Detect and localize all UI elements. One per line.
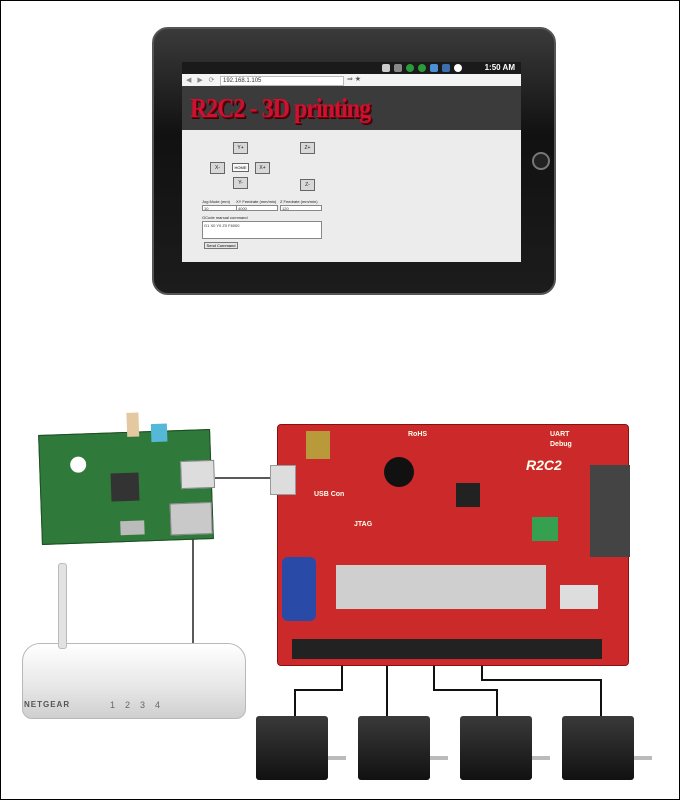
- router-port-1: 1: [110, 700, 126, 710]
- page-title: R2C2 - 3D printing: [190, 93, 371, 123]
- motor-cable-1: [294, 660, 343, 716]
- hdmi-port: [120, 520, 145, 536]
- send-command-button[interactable]: Send Command: [204, 242, 238, 249]
- capacitors: [282, 557, 316, 621]
- z-feedrate-label: Z Feedrate (mm/min): [280, 199, 318, 204]
- uart-label: UART: [550, 431, 570, 438]
- ethernet-port: [169, 502, 213, 536]
- jog-x-plus-button[interactable]: X+: [255, 162, 270, 174]
- usb-b-connector: [270, 465, 296, 495]
- motor-shaft-3: [532, 756, 550, 760]
- stepper-motor-1: [256, 716, 328, 780]
- buzzer: [384, 457, 414, 487]
- url-field[interactable]: 192.168.1.105: [220, 76, 344, 86]
- raspberry-logo-icon: [69, 456, 87, 473]
- microcontroller-chip: [456, 483, 480, 507]
- router-port-2: 2: [125, 700, 141, 710]
- debug-label: Debug: [550, 441, 572, 448]
- board-logo: R2C2: [526, 457, 562, 473]
- motor-connectors: [292, 639, 602, 659]
- jog-mode-label: Jog Mode (mm): [202, 199, 231, 204]
- rohs-label: RoHS: [408, 431, 428, 438]
- stepper-motor-4: [562, 716, 634, 780]
- page-banner: R2C2 - 3D printing: [182, 86, 521, 130]
- r2c2-controller-board: RoHS UART Debug R2C2 USB Con JTAG: [270, 424, 630, 666]
- usb-ports: [180, 459, 216, 490]
- motor-shaft-2: [430, 756, 448, 760]
- xy-feedrate-label: XY Feedrate (mm/min): [236, 199, 277, 204]
- stepper-motor-3: [460, 716, 532, 780]
- go-icon[interactable]: ⇒ ★: [347, 76, 362, 83]
- jog-x-minus-button[interactable]: X-: [210, 162, 225, 174]
- usb-icon: [394, 64, 402, 72]
- router-antenna: [58, 563, 67, 649]
- status-bar: 1:50 AM: [182, 62, 521, 74]
- network-router: [22, 643, 246, 719]
- usb-con-label: USB Con: [314, 491, 345, 498]
- stepper-motor-2: [358, 716, 430, 780]
- signal-icon: [382, 64, 390, 72]
- browser-nav-icons[interactable]: ◀ ▶ ⟳: [186, 77, 217, 84]
- motor-cable-3: [433, 660, 498, 716]
- motor-shaft-4: [634, 756, 652, 760]
- wifi-icon: [454, 64, 462, 72]
- jog-z-plus-button[interactable]: Z+: [300, 142, 315, 154]
- router-port-numbers: 1234: [110, 700, 170, 710]
- gcode-input[interactable]: G1 X0 Y0 Z0 F6000: [202, 221, 322, 239]
- motor-shaft-1: [328, 756, 346, 760]
- play-icon: [406, 64, 414, 72]
- z-feedrate-input[interactable]: 120: [280, 205, 322, 211]
- tablet-screen: 1:50 AM ◀ ▶ ⟳ 192.168.1.105 ⇒ ★ R2C2 - 3…: [182, 62, 521, 262]
- raspberry-pi-board: [38, 412, 216, 545]
- power-connector: [560, 585, 598, 609]
- sd-card-slot: [306, 431, 330, 459]
- audio-jack: [150, 423, 168, 443]
- sync-icon: [418, 64, 426, 72]
- rca-jack: [126, 412, 140, 437]
- status-icons: [382, 64, 462, 72]
- relay-connectors: [590, 465, 630, 557]
- motor-cable-4: [481, 660, 602, 716]
- jog-y-plus-button[interactable]: Y+: [233, 142, 248, 154]
- router-port-3: 3: [140, 700, 156, 710]
- soc-chip: [110, 472, 140, 502]
- router-port-4: 4: [155, 700, 171, 710]
- network-icon: [430, 64, 438, 72]
- router-brand: NETGEAR: [24, 700, 71, 709]
- bluetooth-icon: [442, 64, 450, 72]
- gcode-label: GCode manual command: [202, 215, 248, 220]
- tablet-home-button[interactable]: [532, 152, 550, 170]
- stepper-driver-heatsinks: [336, 565, 546, 609]
- jog-y-minus-button[interactable]: Y-: [233, 177, 248, 189]
- status-clock: 1:50 AM: [484, 63, 515, 72]
- terminal-block: [532, 517, 558, 541]
- jog-z-minus-button[interactable]: Z-: [300, 179, 315, 191]
- jog-home-button[interactable]: HOME: [232, 163, 249, 172]
- jtag-label: JTAG: [354, 521, 373, 528]
- xy-feedrate-input[interactable]: 4000: [236, 205, 278, 211]
